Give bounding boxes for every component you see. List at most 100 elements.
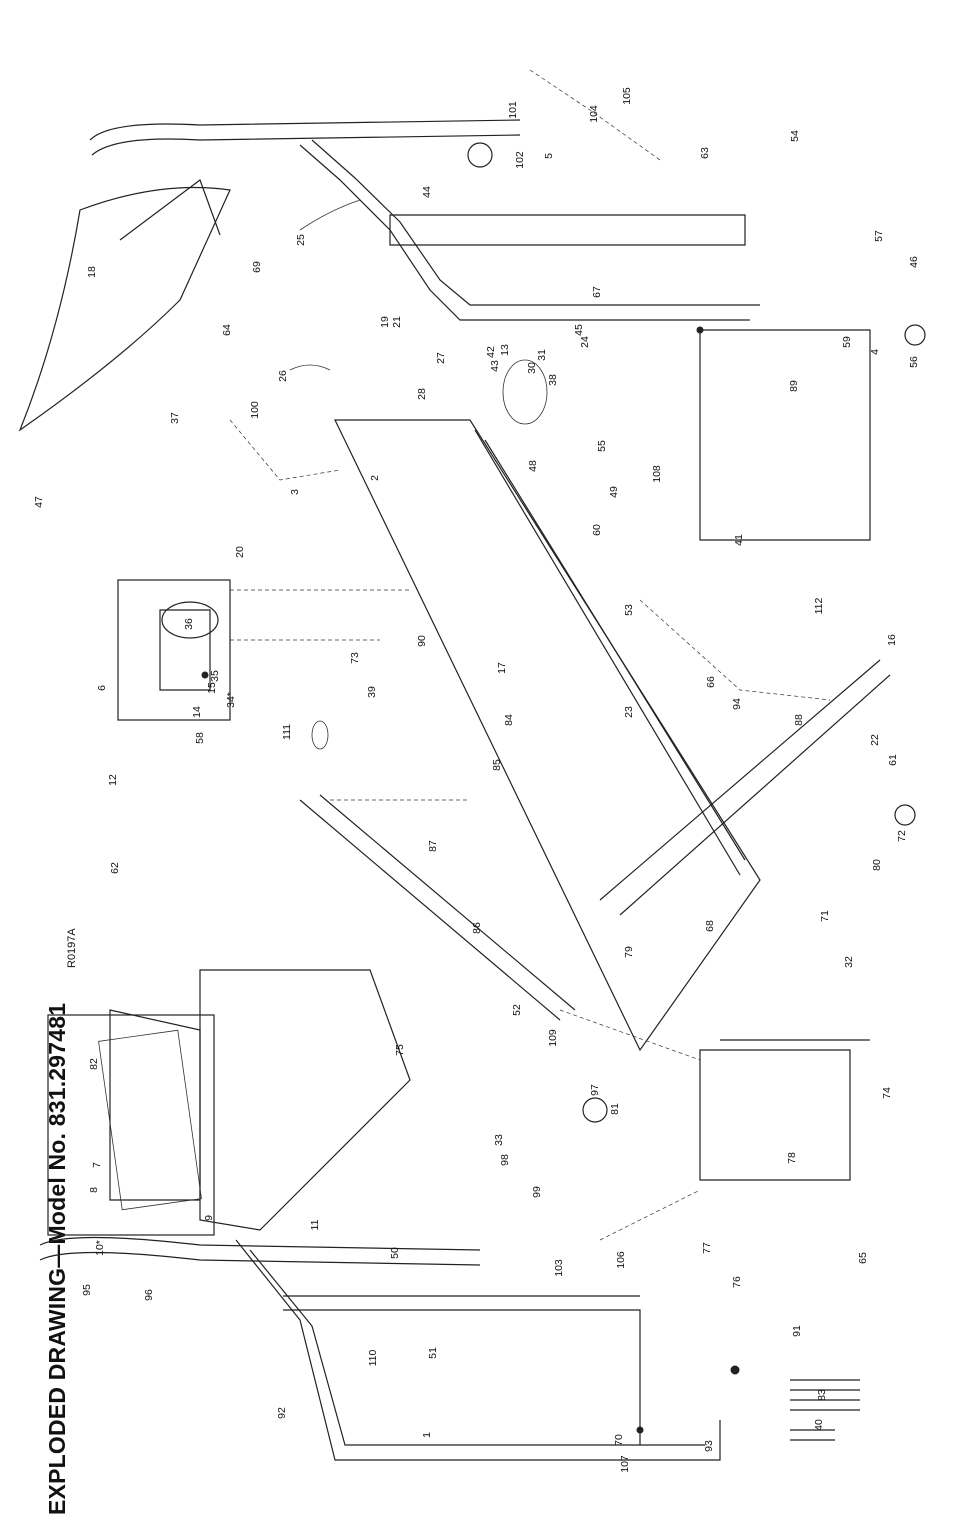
part-label-25: 25 (295, 234, 307, 246)
part-label-103: 103 (553, 1259, 565, 1277)
part-label-102: 102 (514, 151, 526, 169)
part-label-57: 57 (873, 230, 885, 242)
part-label-77: 77 (701, 1242, 713, 1254)
part-label-43: 43 (489, 360, 501, 372)
part-label-107: 107 (619, 1455, 631, 1473)
hardware (201, 142, 926, 1434)
part-label-5: 5 (543, 153, 555, 159)
part-label-6: 6 (96, 685, 108, 691)
part-label-28: 28 (416, 388, 428, 400)
part-label-72: 72 (896, 830, 908, 842)
part-label-67: 67 (591, 286, 603, 298)
part-label-26: 26 (277, 370, 289, 382)
part-label-64: 64 (221, 324, 233, 336)
part-label-27: 27 (435, 352, 447, 364)
part-label-14: 14 (191, 706, 203, 718)
part-label-53: 53 (623, 604, 635, 616)
console-assembly (109, 969, 411, 1231)
part-label-35: 35 (209, 670, 221, 682)
part-label-19: 19 (379, 316, 391, 328)
part-label-16: 16 (886, 634, 898, 646)
part-label-55: 55 (596, 440, 608, 452)
part-label-8: 8 (88, 1187, 100, 1193)
part-label-15: 15 (206, 682, 218, 694)
part-label-83: 83 (816, 1389, 828, 1401)
part-label-11: 11 (309, 1219, 321, 1230)
part-label-10-star: 10* (94, 1240, 106, 1256)
part-label-111: 111 (281, 724, 293, 740)
motor-detail-box (117, 579, 231, 721)
part-label-91: 91 (791, 1325, 803, 1337)
part-label-38: 38 (547, 374, 559, 386)
part-label-56: 56 (908, 356, 920, 368)
part-label-108: 108 (651, 465, 663, 483)
part-label-21: 21 (391, 316, 403, 328)
part-label-40: 40 (813, 1419, 825, 1431)
part-label-65: 65 (857, 1252, 869, 1264)
part-label-52: 52 (511, 1004, 523, 1016)
part-label-93: 93 (703, 1440, 715, 1452)
part-label-37: 37 (169, 412, 181, 424)
part-label-73: 73 (349, 652, 361, 664)
part-label-110: 110 (367, 1349, 379, 1366)
part-label-68: 68 (704, 920, 716, 932)
part-label-58: 58 (194, 732, 206, 744)
part-label-98: 98 (499, 1154, 511, 1166)
part-label-34-star: 34* (225, 692, 237, 708)
part-label-89: 89 (788, 380, 800, 392)
treadmill-frame (299, 329, 891, 1181)
part-label-74: 74 (881, 1087, 893, 1099)
part-label-54: 54 (789, 130, 801, 142)
part-label-24: 24 (579, 336, 591, 348)
part-label-94: 94 (731, 698, 743, 710)
part-label-1: 1 (421, 1432, 433, 1438)
part-label-84: 84 (503, 714, 515, 726)
part-label-3: 3 (289, 489, 301, 495)
part-label-61: 61 (887, 754, 899, 766)
roller-bars (790, 1379, 860, 1441)
part-label-46: 46 (908, 256, 920, 268)
part-label-13: 13 (499, 344, 511, 356)
part-label-79: 79 (623, 946, 635, 958)
part-label-45: 45 (573, 324, 585, 336)
part-label-23: 23 (623, 706, 635, 718)
part-label-105: 105 (621, 87, 633, 105)
assembly-guides (229, 69, 831, 1241)
part-label-69: 69 (251, 261, 263, 273)
part-label-92: 92 (276, 1407, 288, 1419)
part-label-99: 99 (531, 1186, 543, 1198)
part-label-88: 88 (793, 714, 805, 726)
part-label-44: 44 (421, 186, 433, 198)
part-label-101: 101 (507, 101, 519, 119)
part-label-42: 42 (485, 346, 497, 358)
part-label-62: 62 (109, 862, 121, 874)
motor-hood (18, 179, 231, 432)
part-label-100: 100 (249, 401, 261, 419)
left-upright-frame (39, 1236, 721, 1461)
part-label-97: 97 (589, 1084, 601, 1096)
part-label-17: 17 (496, 662, 508, 674)
console-detail-box (47, 1014, 215, 1236)
part-label-59: 59 (841, 336, 853, 348)
part-label-48: 48 (527, 460, 539, 472)
part-label-90: 90 (416, 635, 428, 647)
part-label-104: 104 (588, 105, 600, 123)
part-label-70: 70 (613, 1434, 625, 1446)
part-label-96: 96 (143, 1289, 155, 1301)
part-label-51: 51 (427, 1347, 439, 1359)
part-label-76: 76 (731, 1276, 743, 1288)
part-label-60: 60 (591, 524, 603, 536)
part-label-106: 106 (615, 1251, 627, 1269)
part-label-20: 20 (234, 546, 246, 558)
part-label-33: 33 (493, 1134, 505, 1146)
part-label-7: 7 (91, 1162, 103, 1168)
part-number-labels: 12345678910*1112131415161718192021222324… (33, 87, 920, 1473)
part-label-85: 85 (491, 759, 503, 771)
right-upright-frame (89, 119, 760, 321)
part-label-9: 9 (203, 1215, 215, 1221)
part-label-87: 87 (427, 840, 439, 852)
part-label-86: 86 (471, 922, 483, 934)
part-label-2: 2 (369, 475, 381, 481)
